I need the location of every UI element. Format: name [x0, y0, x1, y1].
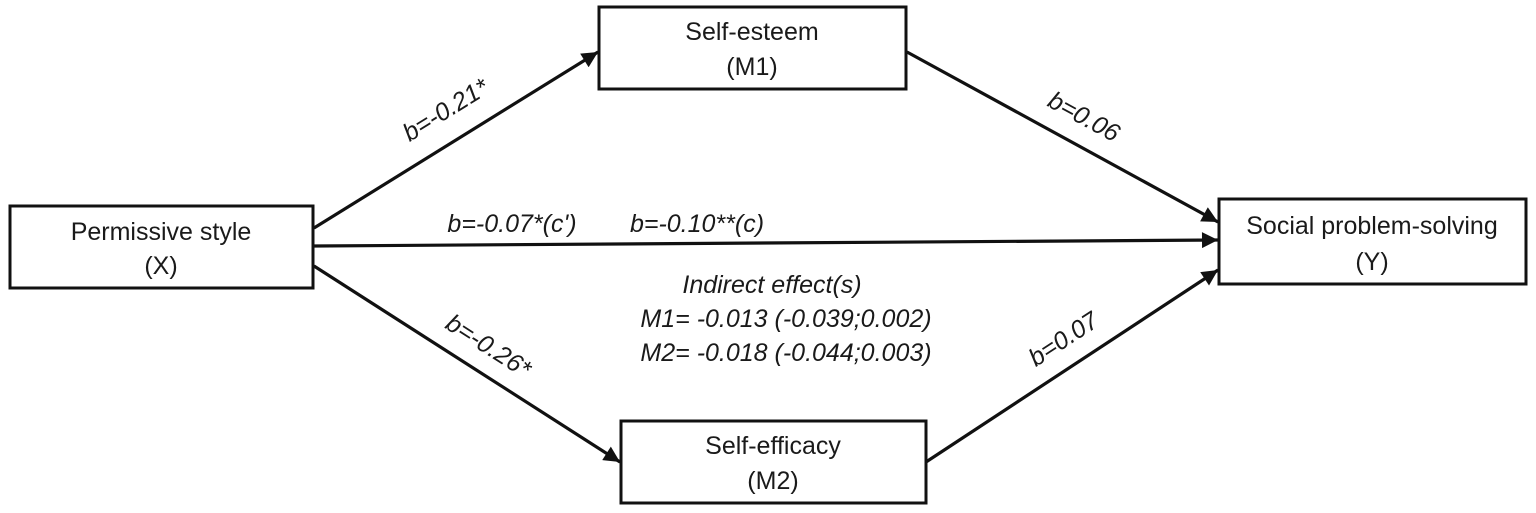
- indirect-effects-title: Indirect effect(s): [682, 271, 861, 299]
- indirect-effect-m1: M1= -0.013 (-0.039;0.002): [640, 305, 931, 333]
- label-x-m1: b=-0.21*: [398, 73, 495, 148]
- indirect-effect-m2: M2= -0.018 (-0.044;0.003): [640, 339, 931, 367]
- edge-m2-to-y: [925, 268, 1219, 464]
- node-y-code: (Y): [1355, 248, 1388, 276]
- label-x-m2: b=-0.26*: [441, 309, 537, 385]
- node-m2-code: (M2): [747, 467, 798, 495]
- label-direct: b=-0.07*(c'): [447, 210, 576, 238]
- node-x-code: (X): [144, 252, 177, 280]
- edge-x-to-m2: [313, 264, 621, 464]
- node-y: Social problem-solving (Y): [1217, 197, 1528, 286]
- edge-m1-to-y: [906, 50, 1219, 224]
- label-m2-y: b=0.07: [1024, 306, 1105, 372]
- node-m1: Self-esteem (M1): [597, 5, 908, 91]
- edge-x-to-y: [313, 232, 1219, 249]
- node-x: Permissive style (X): [8, 204, 315, 290]
- node-m2-label: Self-efficacy: [705, 432, 841, 460]
- node-m1-label: Self-esteem: [685, 18, 818, 46]
- label-total: b=-0.10**(c): [630, 210, 764, 238]
- label-m1-y: b=0.06: [1043, 86, 1124, 148]
- node-y-label: Social problem-solving: [1246, 212, 1498, 240]
- node-m1-code: (M1): [726, 53, 777, 81]
- edge-x-to-m1: [313, 50, 599, 230]
- indirect-effects-note: Indirect effect(s) M1= -0.013 (-0.039;0.…: [640, 271, 931, 367]
- node-x-label: Permissive style: [71, 218, 252, 246]
- node-m2: Self-efficacy (M2): [619, 419, 928, 505]
